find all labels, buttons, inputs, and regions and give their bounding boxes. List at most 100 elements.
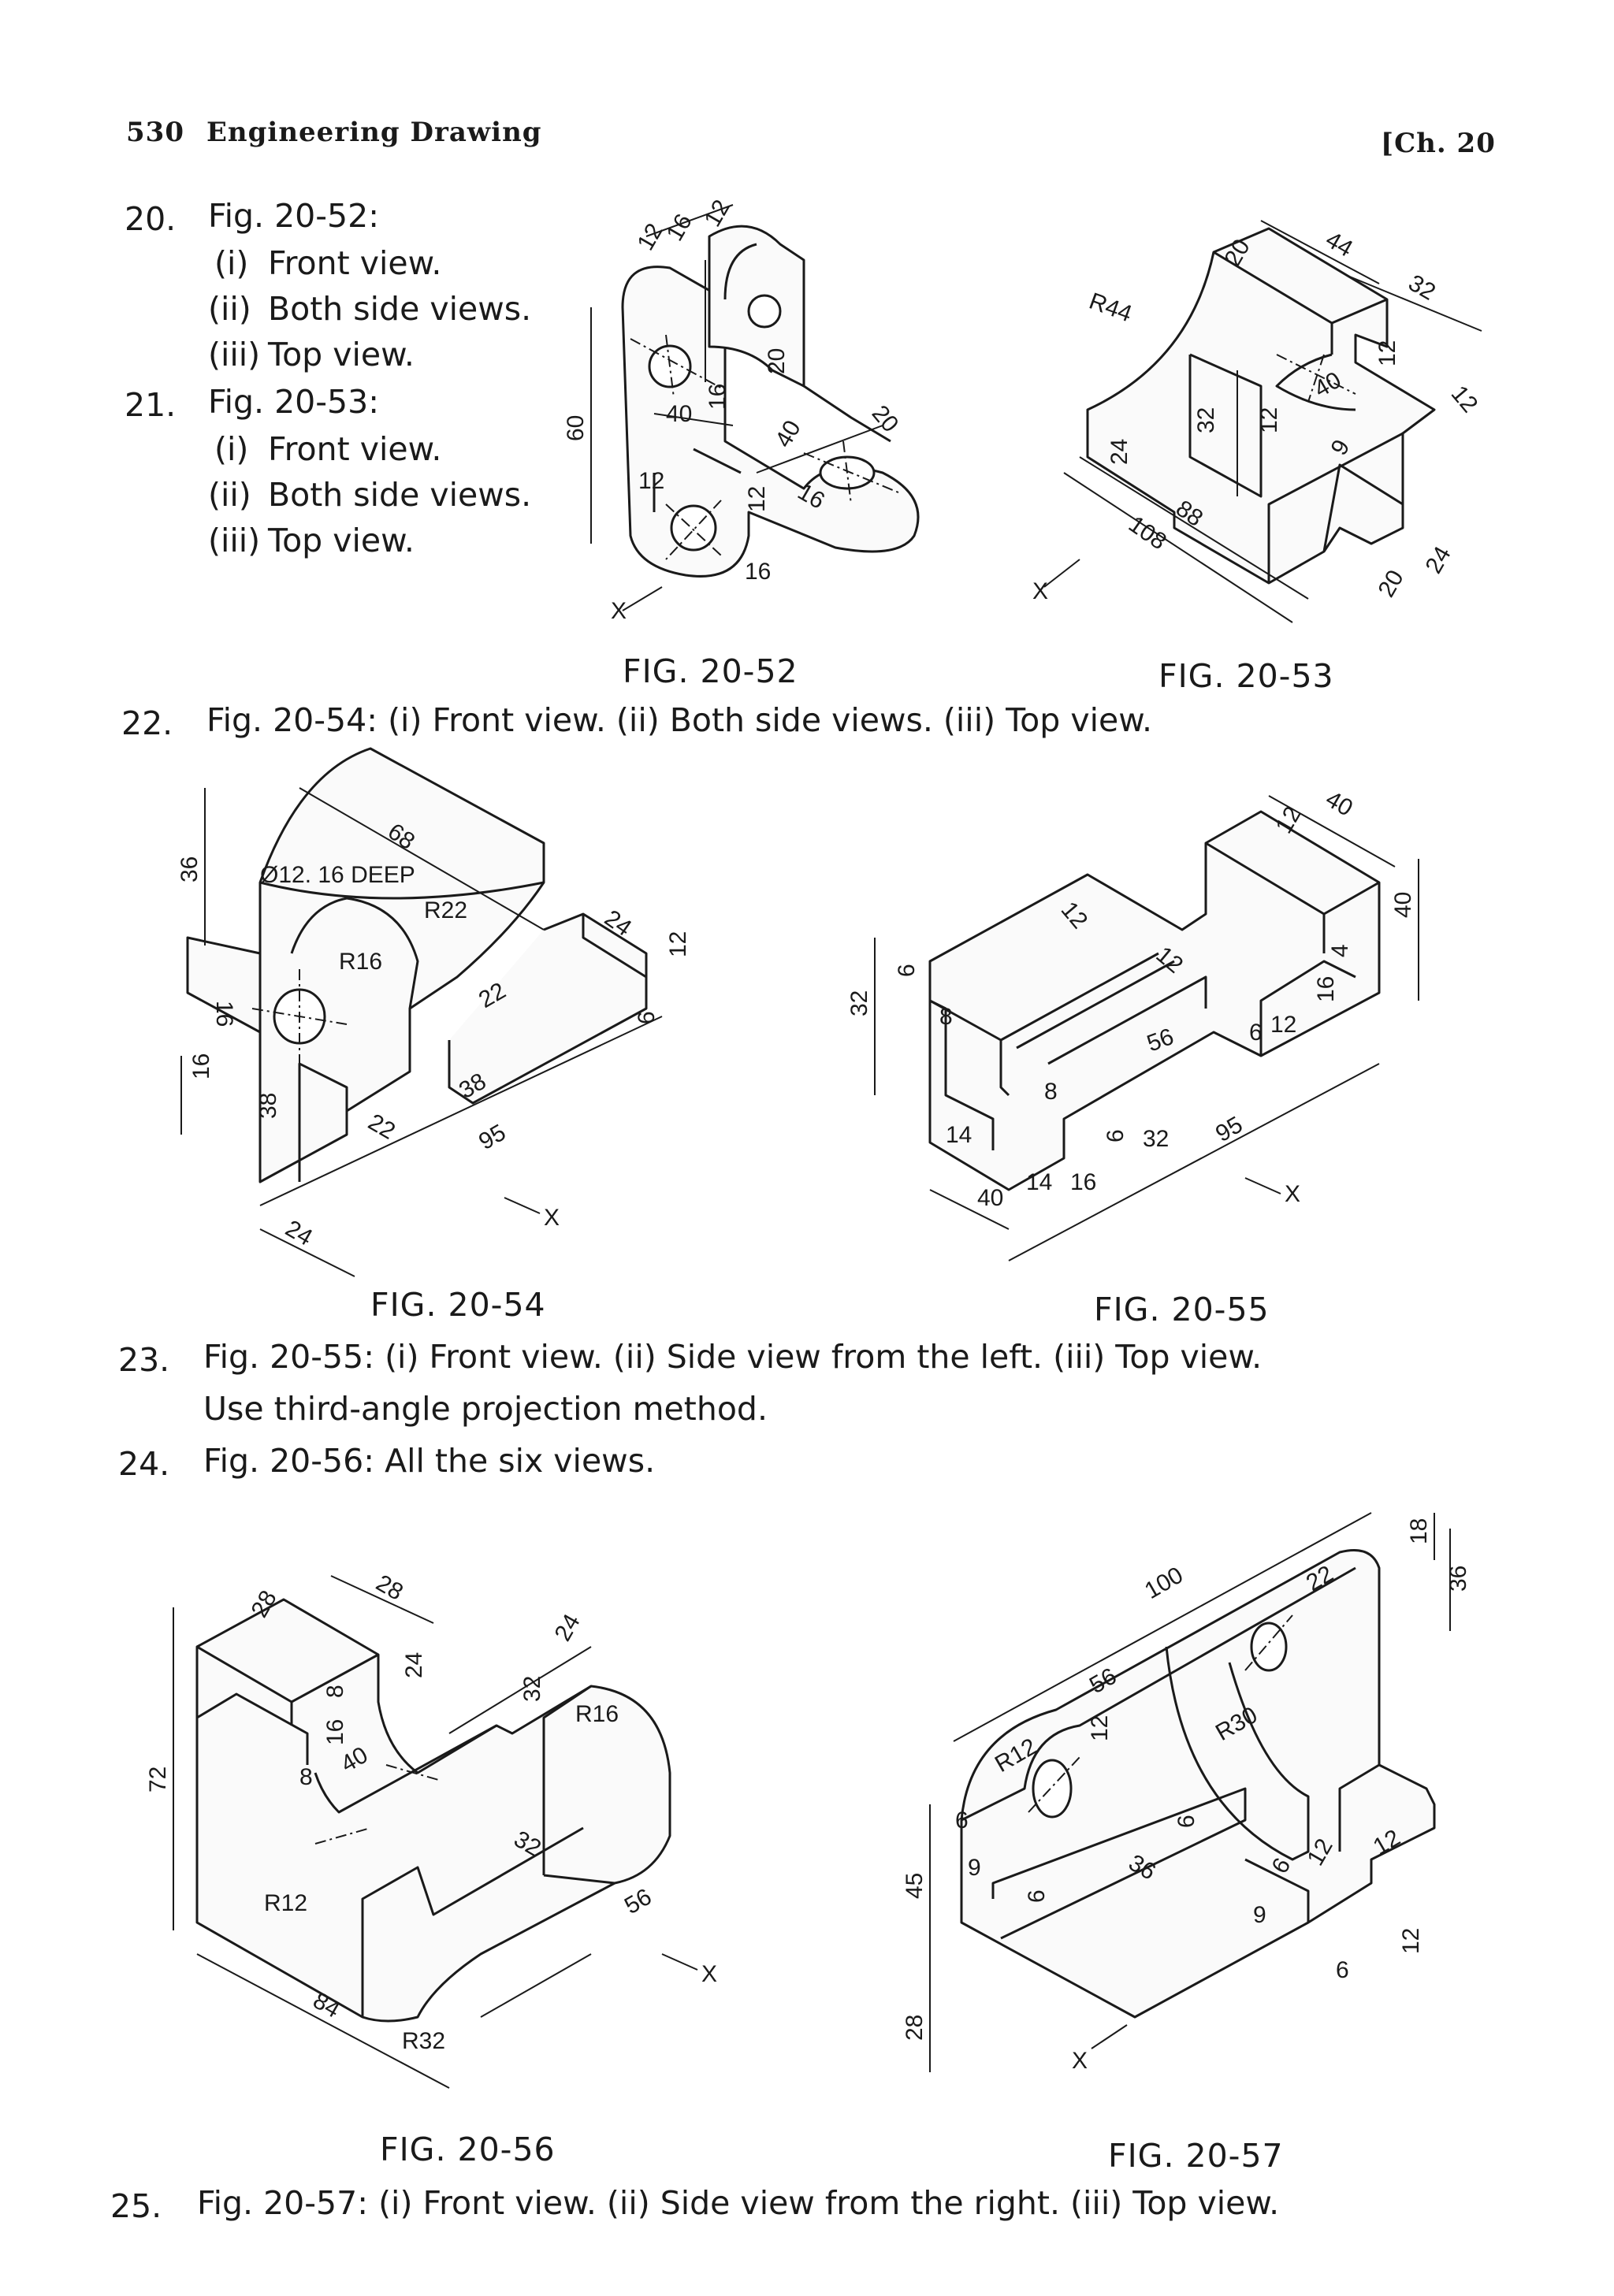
dim-label: 6	[1336, 1957, 1349, 1983]
dim-label: R16	[339, 949, 382, 975]
dim-label: 8	[322, 1685, 348, 1698]
sub-marker: (i)	[214, 430, 249, 468]
dim-label: 40	[1322, 786, 1357, 821]
exercise-number: 20.	[125, 200, 177, 238]
figure-caption: FIG. 20-56	[380, 2131, 556, 2168]
sub-marker: (ii)	[208, 476, 251, 514]
dim-label: R16	[575, 1701, 619, 1727]
fig56-body	[195, 1598, 671, 2023]
dim-label: 8	[299, 1764, 313, 1790]
dim-label: 95	[1211, 1112, 1247, 1147]
figure-20-53: 44 20 32 R44 12 40 12 32 12 24 9 88 108 …	[1032, 220, 1483, 623]
exercise-line: Fig. 20-55: (i) Front view. (ii) Side vi…	[203, 1338, 1263, 1376]
dim-label: 44	[1322, 226, 1357, 262]
view-direction-label: X	[544, 1205, 560, 1231]
dim-label: 40	[1390, 892, 1416, 918]
dim-label: 32	[519, 1676, 545, 1702]
sub-marker: (iii)	[208, 522, 261, 559]
figure-caption: FIG. 20-54	[370, 1286, 546, 1324]
sub-text: Both side views.	[268, 476, 532, 514]
dim-label: 12	[1087, 1715, 1113, 1741]
dim-label: 14	[946, 1122, 972, 1148]
dim-label: 16	[705, 384, 731, 410]
dim-label: 24	[1106, 439, 1132, 465]
view-direction-label: X	[611, 598, 627, 624]
dim-label: 16	[322, 1719, 348, 1745]
fig52-body	[621, 225, 920, 578]
figure-caption: FIG. 20-55	[1094, 1291, 1270, 1328]
dim-label: 6	[1173, 1815, 1199, 1828]
exercise-line: Fig. 20-57: (i) Front view. (ii) Side vi…	[197, 2184, 1280, 2222]
sub-text: Front view.	[268, 430, 442, 468]
dim-label: 4	[1327, 944, 1353, 957]
dim-label: 32	[1193, 407, 1219, 433]
dim-label: 60	[563, 415, 589, 441]
dim-label: 40	[770, 416, 805, 451]
dim-label: 12	[1446, 381, 1483, 418]
dim-label: 9	[968, 1855, 981, 1881]
dim-label: 16	[188, 1053, 214, 1079]
dim-label: 72	[145, 1767, 171, 1793]
fig56-dimensions: 28 28 24 72 8 16 24 32 R16 8 40 32 R12 8…	[145, 1570, 717, 2089]
book-title: Engineering Drawing	[206, 117, 542, 148]
figure-20-55: 40 12 12 40 12 32 6 8 56 4 16 6 12 8 14 …	[846, 786, 1419, 1261]
page-number: 530	[126, 117, 184, 148]
dim-label: 16	[745, 559, 771, 585]
sub-marker: (iii)	[208, 336, 261, 373]
dim-label: Ø12. 16 DEEP	[260, 862, 415, 888]
dim-label: 24	[549, 1610, 585, 1645]
dim-label: R12	[264, 1890, 307, 1916]
exercise-number: 23.	[118, 1341, 170, 1379]
dim-label: 12	[665, 931, 691, 957]
dim-label: 12	[1256, 407, 1282, 433]
dim-label: 32	[1143, 1126, 1169, 1152]
sub-text: Top view.	[268, 336, 415, 373]
dim-label: 6	[634, 1011, 660, 1024]
fig54-body	[186, 747, 648, 1183]
sub-marker: (i)	[214, 244, 249, 282]
dim-label: 20	[867, 400, 904, 437]
dim-label: 6	[1024, 1889, 1050, 1903]
dim-label: 12	[1374, 340, 1400, 366]
dim-label: 16	[1070, 1169, 1096, 1195]
figure-20-56: 28 28 24 72 8 16 24 32 R16 8 40 32 R12 8…	[145, 1570, 717, 2089]
dim-label: 38	[255, 1093, 281, 1119]
sub-marker: (ii)	[208, 290, 251, 328]
dim-label: 16	[661, 210, 697, 245]
dim-label: 12	[638, 468, 664, 494]
dim-label: 12	[1398, 1928, 1424, 1954]
exercise-number: 24.	[118, 1445, 170, 1483]
dim-label: R32	[402, 2028, 445, 2054]
dim-label: 40	[666, 401, 692, 427]
figure-20-57: 100 18 36 22 56 R30 R12 12 6 6 45 9 36 6…	[902, 1512, 1471, 2074]
dim-label: 9	[1253, 1902, 1266, 1928]
exercise-number: 21.	[125, 386, 177, 424]
dim-label: 95	[474, 1120, 510, 1155]
figure-20-52: 12 16 12 60 40 16 20 20 40 12 16 12 16 X	[563, 195, 920, 624]
chapter-label: [Ch. 20	[1381, 128, 1496, 159]
dim-label: 32	[846, 990, 872, 1016]
view-direction-label: X	[1285, 1181, 1300, 1207]
dim-label: 100	[1140, 1562, 1188, 1604]
dim-label: 45	[902, 1873, 928, 1899]
sub-text: Top view.	[268, 522, 415, 559]
figure-20-54: 68 36 Ø12. 16 DEEP R22 24 12 R16 22 6 16…	[177, 747, 691, 1277]
dim-label: 24	[401, 1652, 427, 1678]
dim-label: 36	[177, 856, 203, 882]
dim-label: 16	[1313, 976, 1339, 1002]
dim-label: 12	[632, 219, 668, 254]
dim-label: 36	[1445, 1566, 1471, 1592]
sub-text: Both side views.	[268, 290, 532, 328]
dim-label: 24	[281, 1215, 317, 1250]
dim-label: 20	[764, 348, 790, 374]
dim-label: 12	[699, 195, 734, 231]
dim-label: 6	[1103, 1129, 1129, 1142]
exercise-title: Fig. 20-52:	[208, 197, 380, 235]
dim-label: 108	[1124, 511, 1171, 555]
dim-label: 8	[939, 1004, 953, 1030]
fig53-body	[1086, 227, 1436, 585]
view-direction-label: X	[1072, 2048, 1088, 2074]
dim-label: 8	[1044, 1079, 1058, 1105]
dim-label: 24	[1420, 542, 1456, 578]
figure-caption: FIG. 20-57	[1108, 2137, 1284, 2175]
